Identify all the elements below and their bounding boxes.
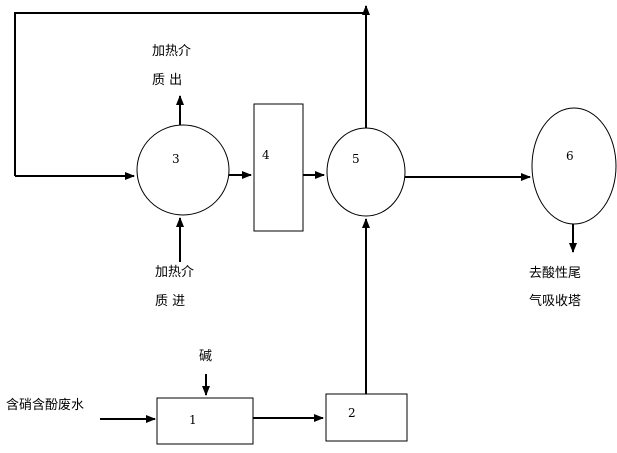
recycle-line: [14, 12, 366, 176]
feed-wastewater-label: 含硝含酚废水: [6, 398, 85, 413]
alkali-label: 碱: [199, 349, 213, 364]
unit-5-label: 5: [352, 152, 360, 166]
unit-2-box: [325, 393, 408, 442]
unit-4-box: [253, 103, 304, 232]
unit-2-label: 2: [348, 406, 356, 420]
unit-3-label: 3: [172, 152, 180, 166]
tail-gas-absorber-line2: 气吸收塔: [529, 294, 582, 309]
unit-6-circle: [531, 107, 617, 225]
unit-6-label: 6: [566, 149, 574, 163]
unit-1-box: [156, 397, 254, 445]
unit-3-circle: [136, 124, 230, 216]
heat-medium-out-line1: 加热介: [152, 44, 192, 59]
heat-medium-out-line2: 质 出: [152, 73, 183, 88]
heat-medium-in-line2: 质 进: [155, 294, 186, 309]
heat-medium-in-line1: 加热介: [155, 265, 195, 280]
tail-gas-absorber-line1: 去酸性尾: [529, 266, 582, 281]
unit-1-label: 1: [189, 413, 197, 427]
unit-5-circle: [326, 127, 406, 217]
unit-4-label: 4: [262, 148, 270, 162]
